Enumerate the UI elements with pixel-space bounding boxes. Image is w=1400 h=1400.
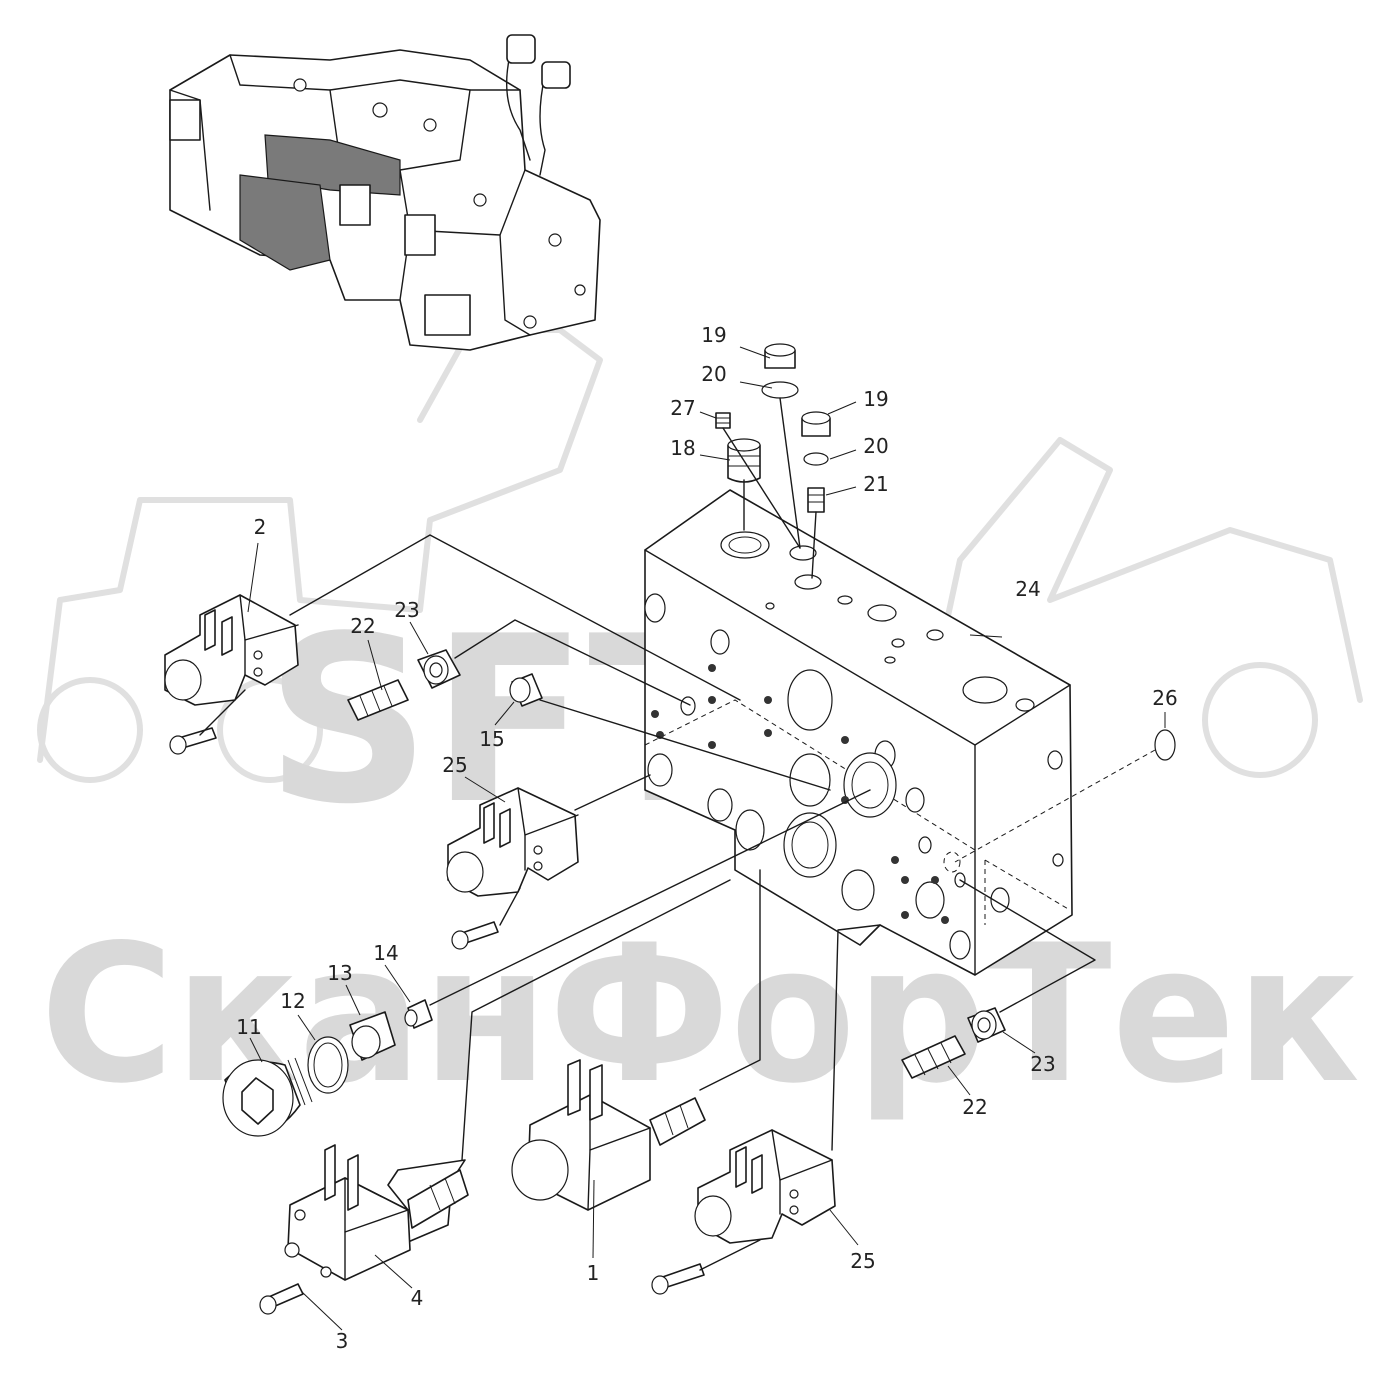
callout-2: 2 — [254, 515, 267, 539]
callout-14: 14 — [373, 941, 398, 965]
callout-labels: 19 20 27 18 19 20 21 24 26 2 22 23 15 25… — [236, 323, 1177, 1353]
leader-lines — [247, 346, 1166, 1331]
callout-23-left: 23 — [394, 598, 419, 622]
callout-4: 4 — [411, 1286, 424, 1310]
valve-body-block — [644, 489, 1073, 976]
callout-13: 13 — [327, 961, 352, 985]
plug-assembly-11-14 — [222, 789, 871, 1137]
callout-22-left: 22 — [350, 614, 375, 638]
callout-27: 27 — [670, 396, 695, 420]
callout-20-right: 20 — [863, 434, 888, 458]
solenoid-25-middle — [446, 774, 651, 950]
callout-1: 1 — [587, 1261, 600, 1285]
plug-22-23-right — [901, 729, 1176, 1079]
top-cartridge-parts — [715, 343, 831, 579]
solenoid-valve-4 — [259, 879, 731, 1315]
callout-15: 15 — [479, 727, 504, 751]
callout-25-middle: 25 — [442, 753, 467, 777]
callout-3: 3 — [336, 1329, 349, 1353]
callout-25-right: 25 — [850, 1249, 875, 1273]
callout-23-right: 23 — [1030, 1052, 1055, 1076]
solenoid-valve-1 — [511, 869, 761, 1211]
valve-assembly-overview — [169, 34, 601, 351]
callout-20-top: 20 — [701, 362, 726, 386]
callout-12: 12 — [280, 989, 305, 1013]
callout-22-right: 22 — [962, 1095, 987, 1119]
callout-19-top: 19 — [701, 323, 726, 347]
callout-19-right: 19 — [863, 387, 888, 411]
seal-26 — [1154, 729, 1176, 761]
solenoid-2-part — [164, 534, 741, 755]
callout-21: 21 — [863, 472, 888, 496]
callout-18: 18 — [670, 436, 695, 460]
solenoid-25-right — [651, 924, 881, 1295]
callout-11: 11 — [236, 1015, 261, 1039]
callout-26: 26 — [1152, 686, 1177, 710]
cap-15-part — [509, 673, 831, 791]
plug-22-23-left — [347, 619, 691, 721]
callout-24: 24 — [1015, 577, 1040, 601]
